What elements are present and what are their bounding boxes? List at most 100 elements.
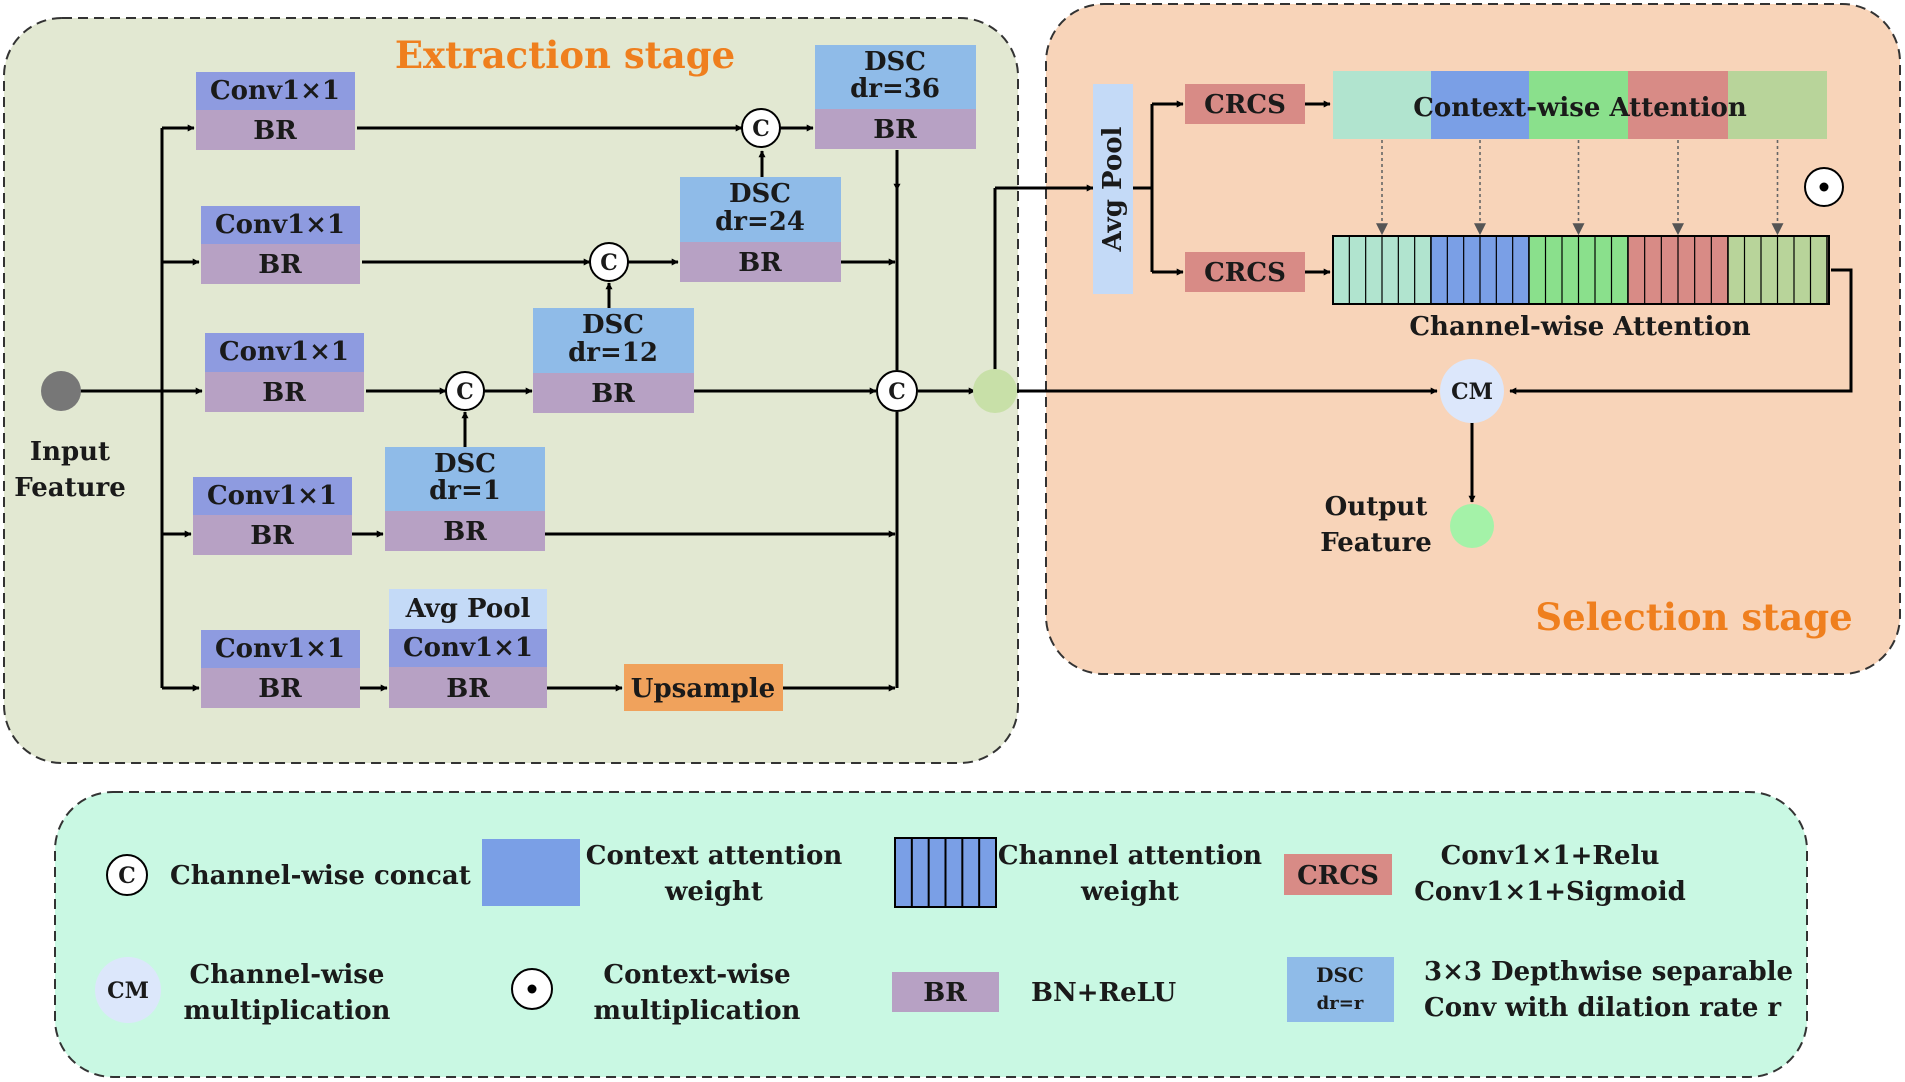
legend-context-weight-swatch xyxy=(482,839,580,906)
legend-channel-weight-line1: Channel attention xyxy=(998,841,1262,871)
dsc-box-dr1 xyxy=(385,447,545,511)
br-box-branch-1 xyxy=(196,110,355,150)
dsc-rate-dr36: dr=36 xyxy=(850,74,940,104)
pool-avgpool-label: Avg Pool xyxy=(405,594,531,624)
pool-br-box xyxy=(389,667,547,708)
conv-label-branch-5: Conv1×1 xyxy=(215,634,345,664)
br-label-branch-1: BR xyxy=(253,116,297,146)
selection-stage-title: Selection stage xyxy=(1535,595,1852,639)
pool-br-label: BR xyxy=(446,674,490,704)
legend-dsc-box-line1: DSC xyxy=(1316,963,1364,987)
legend-panel xyxy=(54,791,1808,1078)
legend-dot-item: Context-wise multiplication xyxy=(511,960,801,1026)
output-feature-label-line1: Output xyxy=(1325,492,1428,522)
crcs-label-bottom: CRCS xyxy=(1204,258,1286,288)
cm-symbol: CM xyxy=(1451,379,1493,405)
br-label-branch-3: BR xyxy=(262,378,306,408)
selection-connectors xyxy=(1132,100,1853,503)
output-feature-node xyxy=(1450,504,1494,548)
dsc-br-box-dr36 xyxy=(815,109,976,149)
upsample-box xyxy=(624,664,783,711)
br-label-branch-5: BR xyxy=(258,674,302,704)
output-feature-label-line2: Feature xyxy=(1320,528,1432,558)
channel-attention-segment xyxy=(1430,235,1530,305)
channel-attention-segment xyxy=(1332,235,1432,305)
legend-br-box-label: BR xyxy=(923,978,967,1008)
legend-br-label: BN+ReLU xyxy=(1031,978,1177,1008)
selection-avgpool-box xyxy=(1093,84,1133,294)
selection-stage-panel xyxy=(1045,3,1901,675)
input-feature-node xyxy=(41,371,81,411)
dsc-br-box-dr24 xyxy=(680,242,841,282)
concat-symbol: C xyxy=(456,379,474,405)
context-attention-label: Context-wise Attention xyxy=(1413,93,1747,123)
legend-channel-weight-line2: weight xyxy=(1080,877,1179,907)
legend-crcs-line1: Conv1×1+Relu xyxy=(1441,841,1660,871)
upsample-label: Upsample xyxy=(631,674,775,704)
context-attention-segment xyxy=(1728,71,1827,139)
legend-context-weight-line1: Context attention xyxy=(586,841,843,871)
dsc-br-box-dr12 xyxy=(533,373,694,413)
extraction-stage-title: Extraction stage xyxy=(395,33,735,77)
dsc-label-dr24: DSC xyxy=(729,179,791,209)
legend-channel-weight-item: Channel attention weight xyxy=(894,837,1262,908)
conv-box-branch-5 xyxy=(201,630,360,668)
br-box-branch-4 xyxy=(193,515,352,555)
legend-concat-symbol: C xyxy=(118,863,136,889)
selection-avgpool-label: Avg Pool xyxy=(1098,126,1128,252)
dsc-rate-dr1: dr=1 xyxy=(429,476,501,506)
conv-label-branch-3: Conv1×1 xyxy=(219,337,349,367)
dsc-label-dr1: DSC xyxy=(434,449,496,479)
concat-symbol: C xyxy=(600,250,618,276)
crcs-label-top: CRCS xyxy=(1204,90,1286,120)
br-label-branch-4: BR xyxy=(250,521,294,551)
legend-dsc-item: DSC dr=r 3×3 Depthwise separable Conv wi… xyxy=(1287,957,1793,1023)
conv-label-branch-4: Conv1×1 xyxy=(207,481,337,511)
conv-box-branch-1 xyxy=(196,72,355,110)
context-attention-segment xyxy=(1529,71,1628,139)
legend-concat-label: Channel-wise concat xyxy=(170,861,471,891)
br-box-branch-2 xyxy=(201,244,360,284)
legend-crcs-item: CRCS Conv1×1+Relu Conv1×1+Sigmoid xyxy=(1284,841,1686,907)
legend-cm-line1: Channel-wise xyxy=(190,960,385,990)
br-box-branch-3 xyxy=(205,372,364,412)
dsc-br-box-dr1 xyxy=(385,511,545,551)
dsc-br-label-dr12: BR xyxy=(591,379,635,409)
legend-dsc-line1: 3×3 Depthwise separable xyxy=(1424,957,1793,987)
channel-multiplication-node: CM xyxy=(1440,359,1504,423)
dsc-label-dr12: DSC xyxy=(582,310,644,340)
dsc-rate-dr24: dr=24 xyxy=(715,207,805,237)
legend-crcs-box-label: CRCS xyxy=(1297,861,1379,891)
dsc-box-dr36 xyxy=(815,45,976,109)
concat-node-row2: C xyxy=(589,242,629,282)
input-feature-label-line2: Feature xyxy=(14,473,126,503)
legend-dsc-line2: Conv with dilation rate r xyxy=(1424,993,1781,1023)
legend-context-weight-item: Context attention weight xyxy=(482,839,842,907)
crcs-box-top xyxy=(1185,84,1305,124)
input-feature-label-line1: Input xyxy=(30,437,110,467)
legend-cm-symbol: CM xyxy=(107,978,149,1004)
dsc-box-dr24 xyxy=(680,177,841,242)
concat-node-row1: C xyxy=(741,108,781,148)
pool-conv-box xyxy=(389,629,547,667)
channel-attention-strip xyxy=(1332,235,1830,305)
legend-dot-line2: multiplication xyxy=(594,996,801,1026)
channel-attention-segment xyxy=(1727,235,1828,305)
legend-concat-item: C Channel-wise concat xyxy=(106,854,471,896)
concat-symbol: C xyxy=(752,116,770,142)
concat-symbol: C xyxy=(888,379,906,405)
context-attention-strip xyxy=(1333,71,1827,139)
legend-context-weight-line2: weight xyxy=(664,877,763,907)
legend-br-swatch xyxy=(892,972,999,1012)
legend-br-item: BR BN+ReLU xyxy=(892,972,1177,1012)
legend-cm-item: CM Channel-wise multiplication xyxy=(95,957,391,1026)
pool-conv-label: Conv1×1 xyxy=(403,633,533,663)
br-label-branch-2: BR xyxy=(258,250,302,280)
dsc-br-label-dr24: BR xyxy=(738,248,782,278)
conv-box-branch-4 xyxy=(193,477,352,515)
context-attention-segment xyxy=(1431,71,1529,139)
dsc-box-dr12 xyxy=(533,308,694,373)
pool-avgpool-box xyxy=(389,589,547,629)
context-multiplication-node xyxy=(1804,167,1844,207)
